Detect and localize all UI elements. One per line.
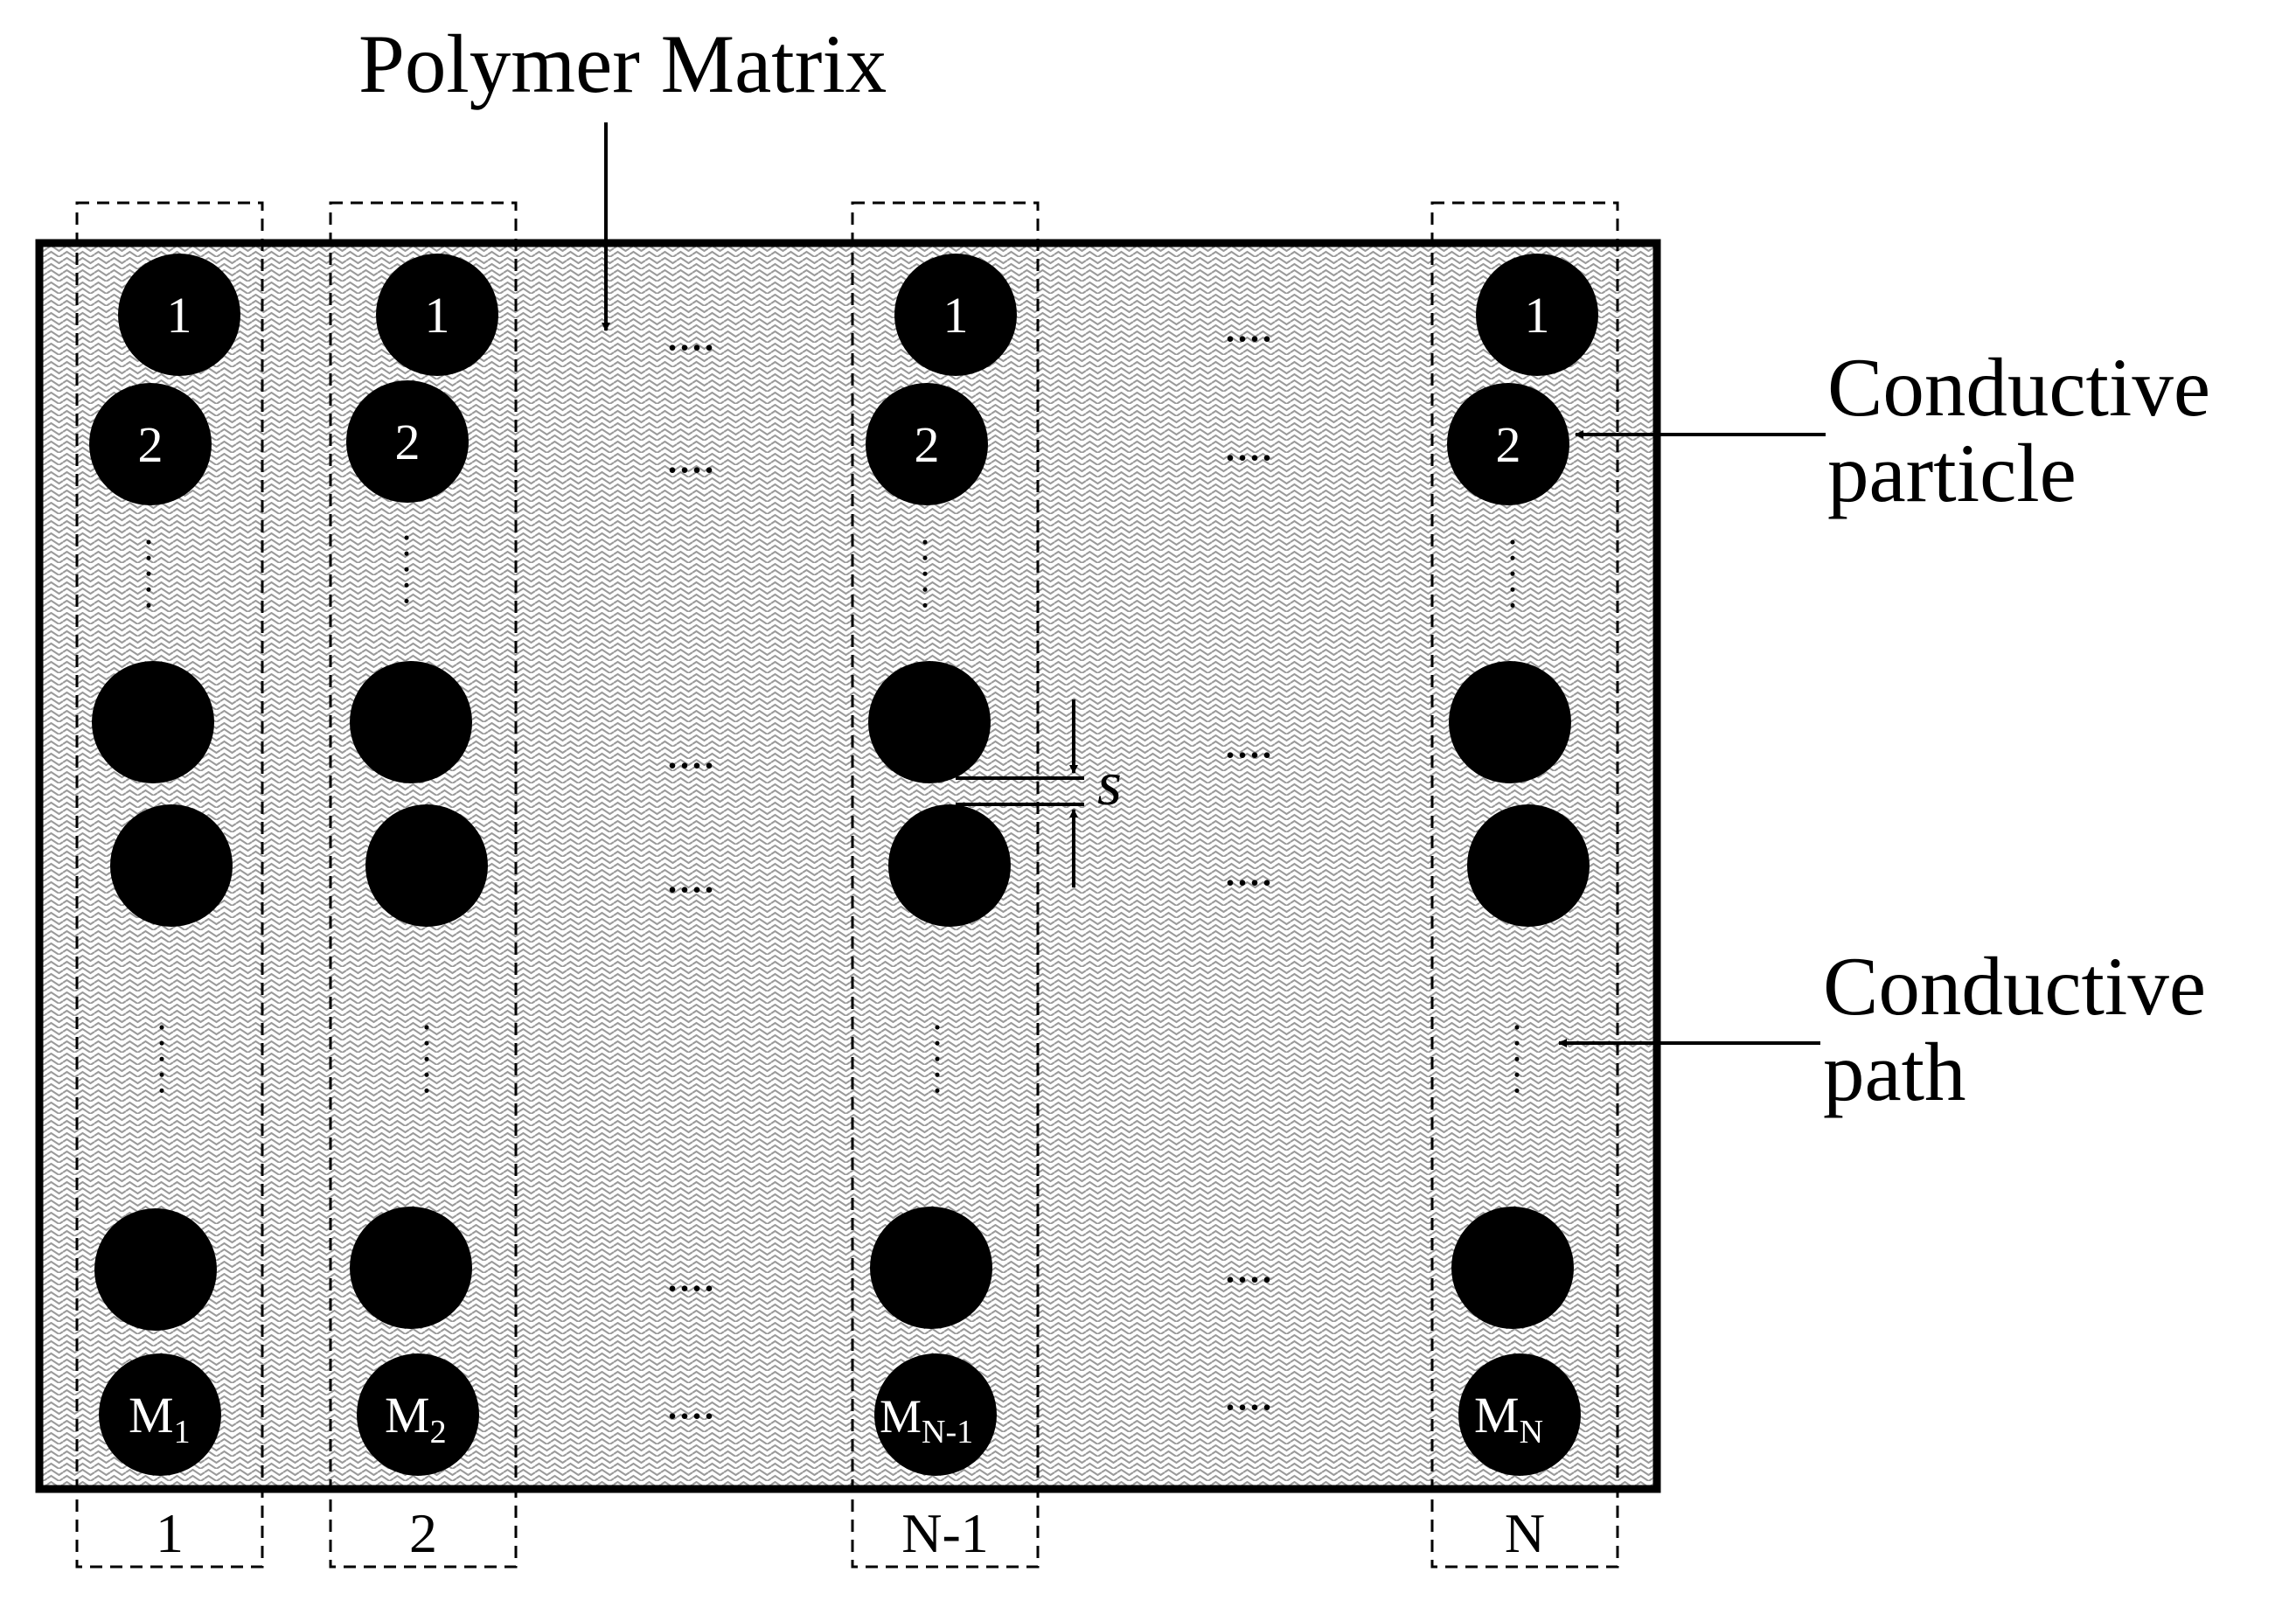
particle-m [357,1353,479,1476]
particle-m [874,1353,997,1476]
ellipsis: .... [1224,417,1273,471]
spacing-indicator [956,699,1084,887]
column-1-particles [89,254,240,1476]
particle [888,804,1011,927]
conductive-particle-label: Conductive particle [1827,341,2231,519]
particle [1451,1207,1574,1329]
particle-m [99,1353,221,1476]
particle-2 [346,380,469,503]
polymer-matrix-box [35,239,1661,1493]
conductive-path-label: Conductive path [1823,940,2227,1118]
particle-number: 2 [1496,416,1521,473]
particle-number: 1 [943,287,969,344]
bottom-particle-labels: M1 M2 MN-1 MN [129,1387,1543,1451]
column-n-1-particles [866,254,1017,1476]
column-labels: 1 2 N-1 N [156,1502,1545,1564]
column-box-1 [75,201,264,1569]
ellipsis: .... [666,1248,715,1302]
column-label-2: 2 [409,1502,437,1564]
particle-1 [894,254,1017,376]
column-boxes [75,201,1619,1569]
particle [870,1207,992,1329]
particle-number: 2 [915,416,940,473]
column-box-n-1 [851,201,1040,1569]
particle [365,804,488,927]
particle-2 [89,383,212,505]
column-label-n: N [1505,1502,1545,1564]
particle-2 [1447,383,1569,505]
particle [110,804,233,927]
particle-number: 1 [425,287,450,344]
particle-number: 1 [167,287,192,344]
ellipsis: .... [1224,1367,1273,1421]
particle-m [1458,1353,1581,1476]
particle-number: 2 [138,416,164,473]
column-label-1: 1 [156,1502,184,1564]
column-box-2 [329,201,518,1569]
particle-1 [376,254,498,376]
column-box-n [1430,201,1619,1569]
particle [94,1208,217,1331]
particle-1 [118,254,240,376]
particle-m-label: M1 [129,1387,191,1451]
particle-number-labels: 1 2 1 2 1 2 1 2 [138,287,1550,473]
particle [1449,661,1571,783]
spacing-label: s [1097,748,1122,818]
particle-1 [1476,254,1598,376]
ellipsis: .... [1224,714,1273,769]
column-label-n-1: N-1 [901,1502,989,1564]
particle [350,661,472,783]
particle-number: 1 [1525,287,1550,344]
horizontal-ellipsis: .... .... .... .... .... .... .... .... … [666,298,1273,1430]
ellipsis: .... [666,307,715,361]
particle [350,1207,472,1329]
particle-m-label: M2 [385,1387,447,1451]
particle-2 [866,383,988,505]
particle-m-label: MN-1 [880,1390,973,1451]
ellipsis: .... [666,725,715,779]
ellipsis: .... [666,429,715,484]
column-2-particles [346,254,498,1476]
ellipsis: .... [666,849,715,903]
column-n-particles [1447,254,1598,1476]
ellipsis: .... [1224,842,1273,896]
ellipsis: .... [1224,298,1273,352]
vertical-ellipsis [146,535,1520,1100]
particle-m-label: MN [1474,1387,1543,1451]
particle [92,661,214,783]
ellipsis: .... [666,1375,715,1430]
particle-number: 2 [395,414,421,470]
polymer-matrix-label: Polymer Matrix [358,17,887,110]
ellipsis: .... [1224,1239,1273,1293]
particle [868,661,991,783]
particle [1467,804,1590,927]
